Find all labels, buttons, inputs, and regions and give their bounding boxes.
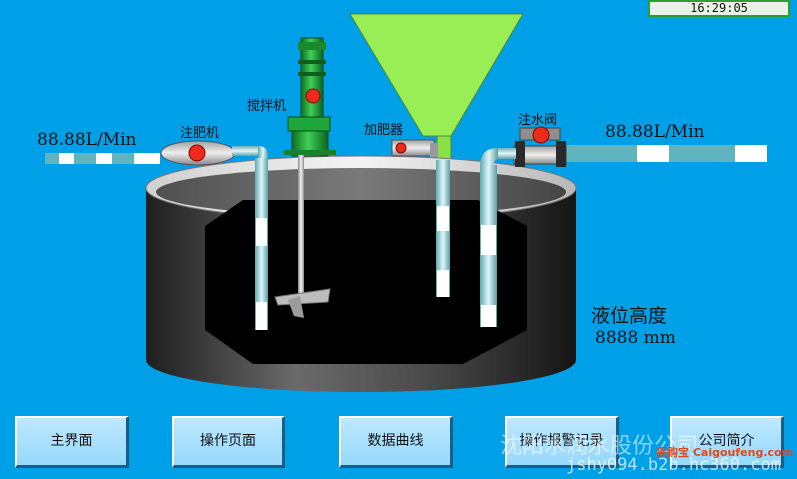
feeder-status-indicator [395,142,407,154]
agitator-label: 搅拌机 [247,99,287,114]
left-inlet-pipe [45,153,160,164]
agitator-status-indicator [305,88,321,104]
tank-liquid [205,200,527,364]
feeder-label: 加肥器 [364,123,404,138]
fertilizer-pump-label: 注肥机 [180,126,220,141]
company-info-button[interactable]: 公司简介 [670,416,784,468]
data-curves-button[interactable]: 数据曲线 [339,416,453,468]
operation-page-button[interactable]: 操作页面 [172,416,285,468]
alarm-log-button[interactable]: 操作报警记录 [505,416,619,468]
agitator-shaft [298,155,304,295]
right-flow-rate: 88.88L/Min [605,122,705,142]
fertilizer-hopper [349,13,524,137]
level-title: 液位高度 [591,305,668,327]
clock-display: 16:29:05 [648,0,790,17]
level-value: 8888 mm [595,328,676,348]
water-valve-label: 注水阀 [518,113,558,128]
main-screen-button[interactable]: 主界面 [15,416,129,468]
pump-status-indicator [188,144,206,162]
left-flow-rate: 88.88L/Min [37,130,137,150]
valve-status-indicator [532,126,550,144]
